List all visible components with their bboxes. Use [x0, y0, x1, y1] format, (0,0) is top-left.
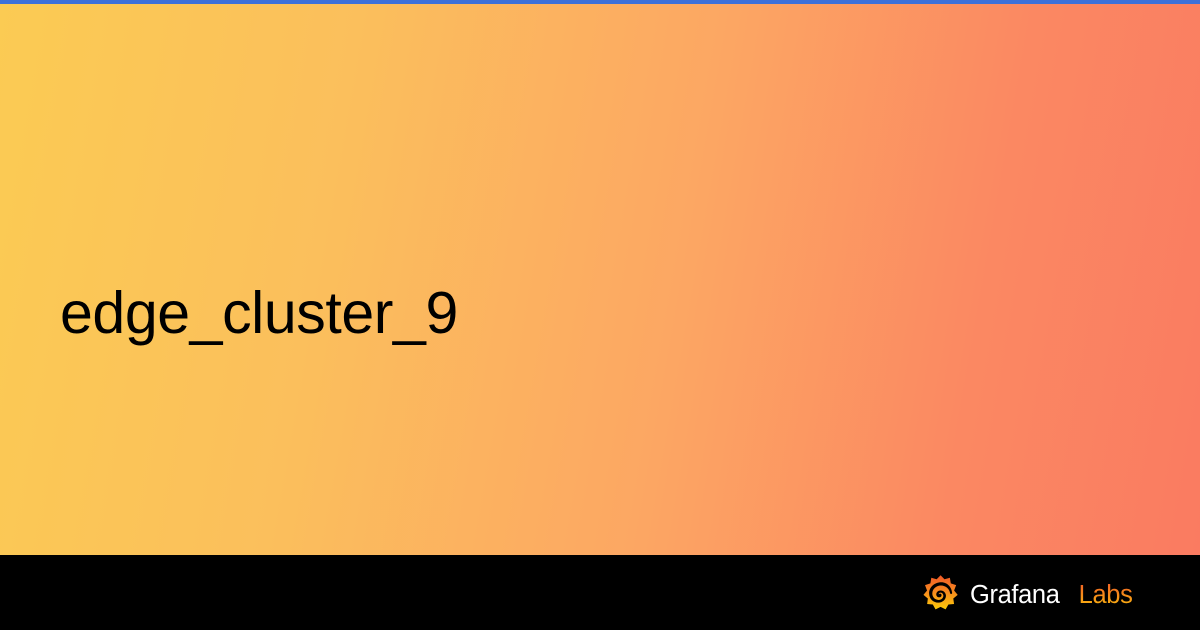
- top-accent-rule: [0, 0, 1200, 4]
- grafana-labs-wordmark: Grafana Labs: [970, 581, 1133, 609]
- page-title: edge_cluster_9: [60, 280, 458, 346]
- grafana-logo-icon: [923, 575, 958, 610]
- svg-text:Labs: Labs: [1079, 581, 1133, 609]
- gradient-hero-panel: edge_cluster_9: [0, 0, 1200, 555]
- footer-bar: [0, 555, 1200, 630]
- grafana-labs-logo: Grafana Labs Grafana Labs: [922, 574, 1152, 616]
- svg-text:Grafana: Grafana: [970, 581, 1061, 609]
